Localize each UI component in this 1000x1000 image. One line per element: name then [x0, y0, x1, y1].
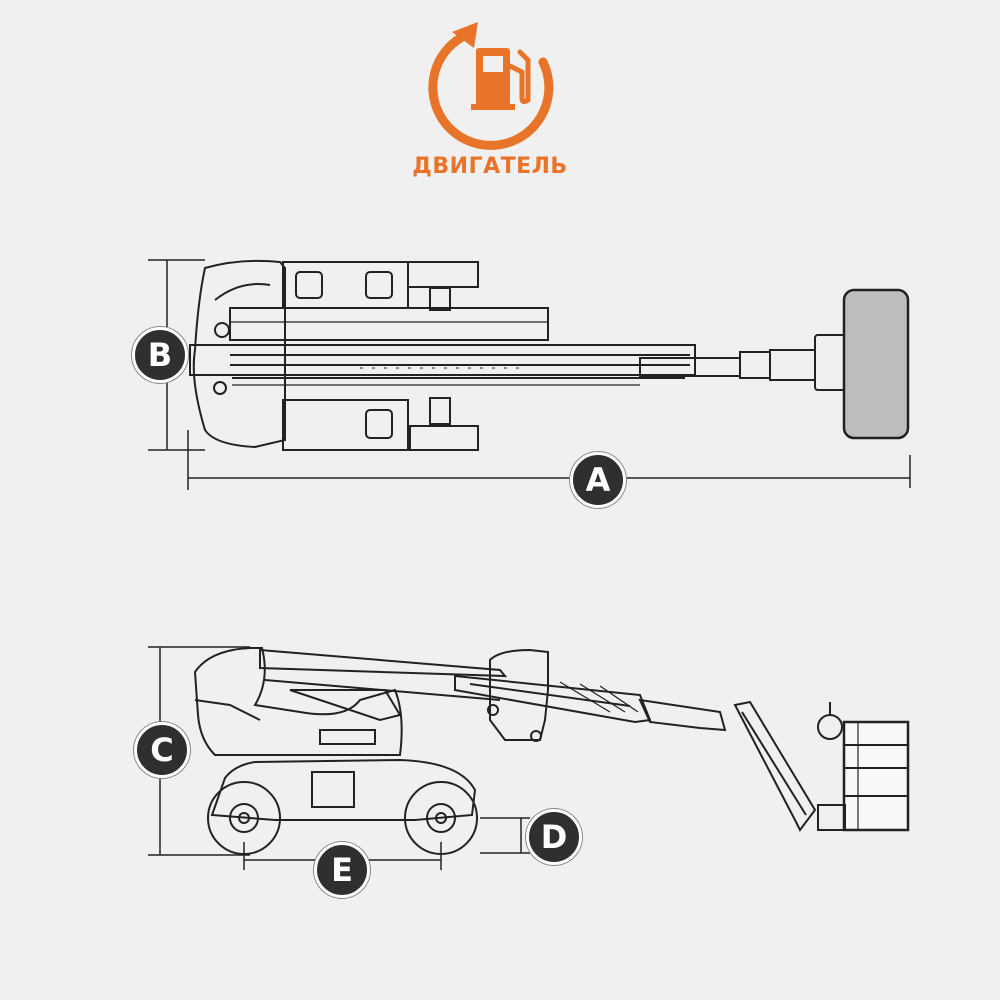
dimension-d-badge: D — [526, 809, 582, 865]
side-view — [148, 646, 910, 870]
engine-label: ДВИГАТЕЛЬ — [412, 154, 568, 179]
dimension-e-badge: E — [314, 842, 370, 898]
top-view — [148, 259, 911, 490]
dimension-b-badge: B — [132, 327, 188, 383]
dimension-a-badge: A — [570, 452, 626, 508]
dimension-c-badge: C — [134, 722, 190, 778]
